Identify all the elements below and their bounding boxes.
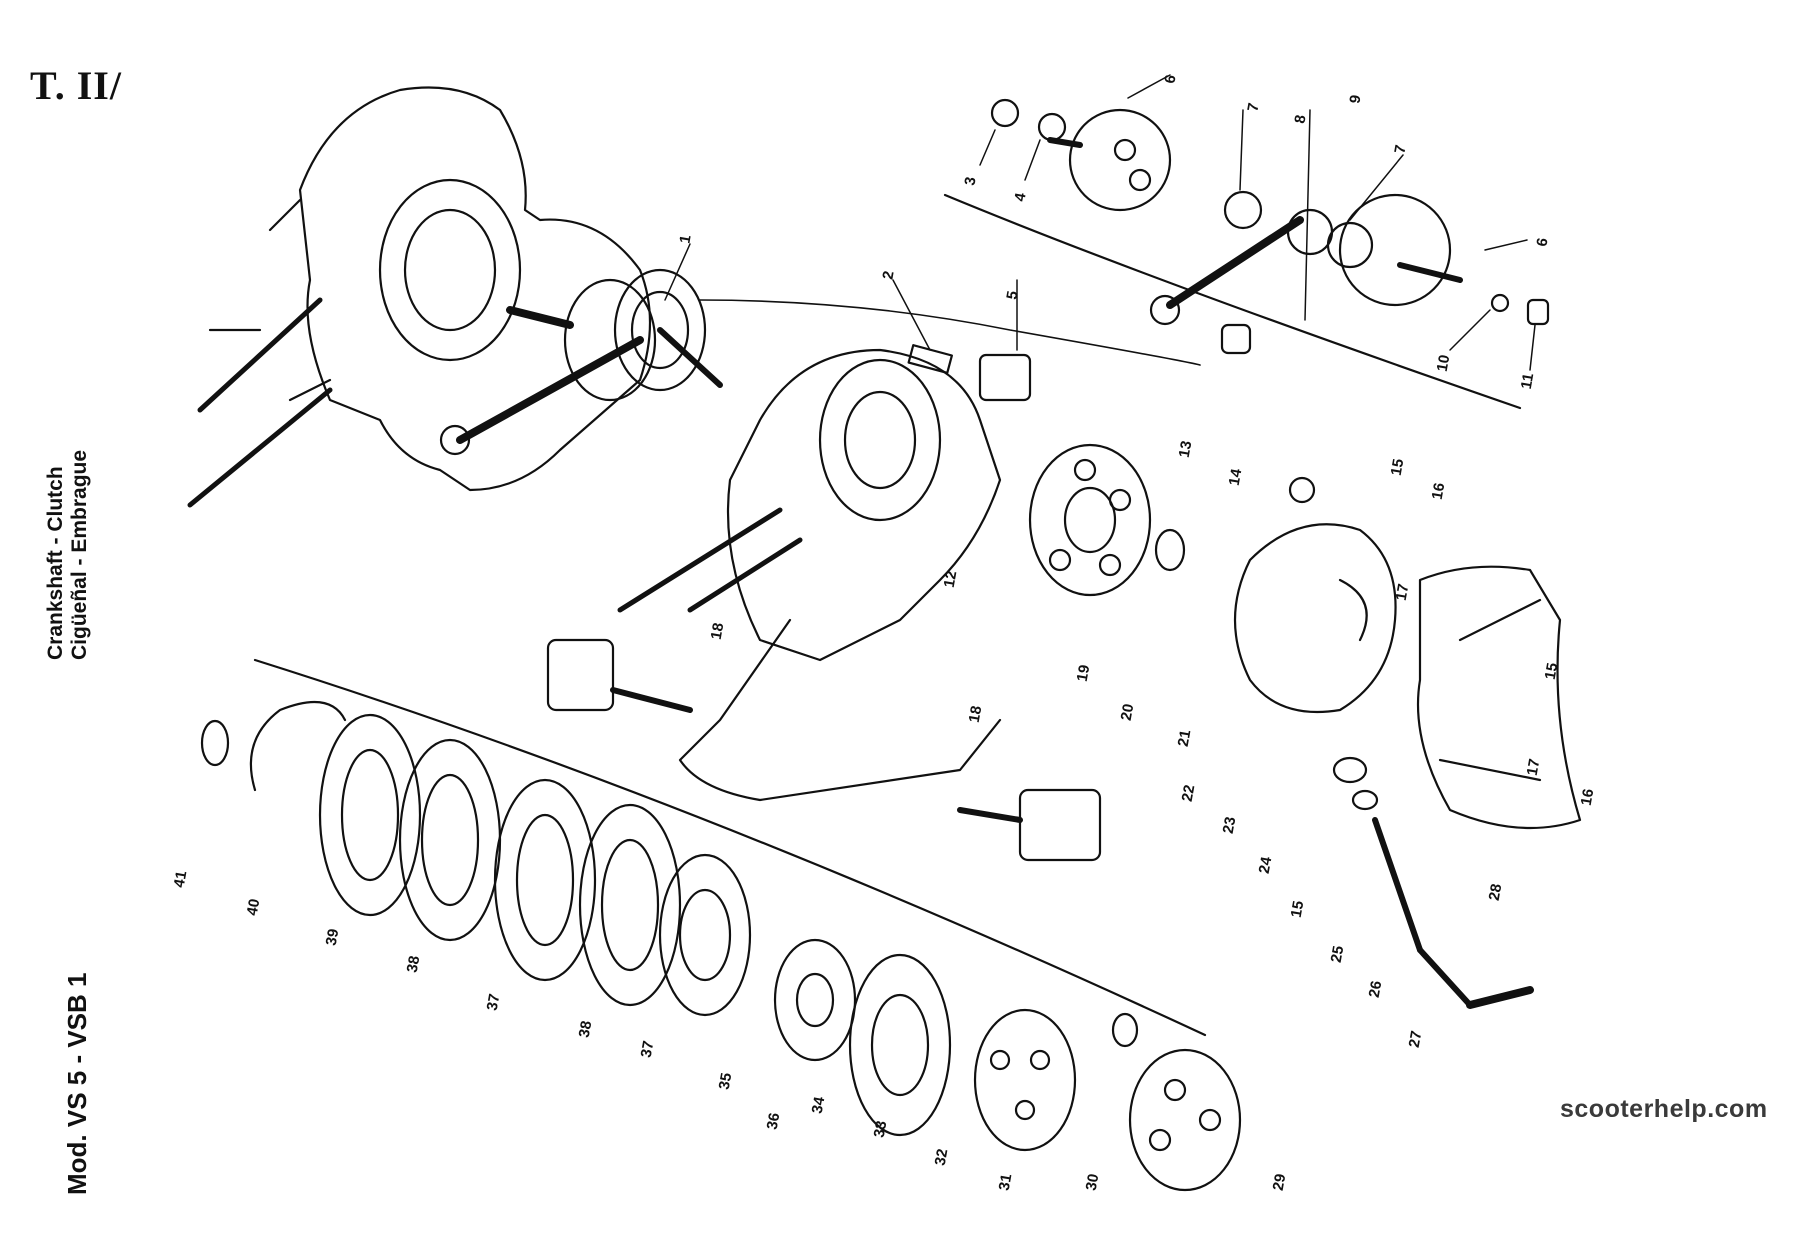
callout-number: 15: [1542, 662, 1562, 681]
callout-number: 36: [764, 1112, 784, 1131]
callout-number: 38: [576, 1020, 596, 1039]
callout-number: 14: [1226, 467, 1246, 487]
callout-number: 3: [961, 176, 979, 187]
callout-number: 30: [1083, 1173, 1103, 1192]
callout-number: 7: [1391, 144, 1409, 155]
callout-number: 31: [996, 1173, 1016, 1192]
watermark-text: scooterhelp.com: [1560, 1095, 1768, 1123]
callout-number: 22: [1179, 784, 1199, 803]
callout-number: 26: [1366, 980, 1386, 999]
clutch-assembly-illustration: [1028, 443, 1186, 597]
callout-number: 16: [1578, 788, 1598, 807]
kickstart-lever-illustration: [1332, 756, 1534, 1009]
silent-block-illustration: [546, 638, 1102, 862]
callout-number: 4: [1011, 191, 1029, 203]
callout-number: 6: [1161, 74, 1179, 85]
callout-number: 18: [966, 705, 986, 724]
callout-number: 40: [244, 898, 264, 917]
callout-number: 38: [404, 955, 424, 974]
callout-number: 7: [1244, 102, 1262, 113]
cover-plate-illustration: [1416, 565, 1582, 830]
callout-number: 11: [1518, 372, 1537, 391]
divider-line-crank: [699, 299, 1201, 366]
plate-code: T. II/: [30, 63, 122, 108]
callout-number: 21: [1175, 729, 1195, 748]
callout-number: 15: [1388, 458, 1408, 477]
callout-number: 8: [1291, 114, 1309, 125]
gearbox-housing-illustration: [617, 344, 1032, 802]
crankcase-left-illustration: [187, 86, 652, 508]
callout-number: 1: [676, 234, 694, 245]
callout-number: 13: [1176, 440, 1196, 459]
callout-number: 34: [809, 1095, 829, 1115]
callout-number: 23: [1220, 816, 1240, 835]
callout-number: 24: [1256, 855, 1276, 875]
callout-number: 6: [1533, 237, 1551, 248]
callout-number: 2: [879, 270, 897, 281]
clutch-cover-illustration: [1233, 476, 1397, 714]
callout-number: 33: [871, 1120, 891, 1139]
callout-number: 32: [932, 1148, 952, 1167]
callout-number: 35: [716, 1072, 736, 1091]
callout-number: 15: [1288, 900, 1308, 919]
callout-number: 5: [1003, 290, 1021, 301]
callout-number: 17: [1393, 583, 1413, 602]
callout-number: 28: [1486, 883, 1506, 902]
callout-number: 12: [941, 570, 961, 589]
callout-number: 19: [1074, 664, 1094, 683]
callout-numbers: 1234566778910111213141515151616171718181…: [171, 74, 1598, 1192]
callout-number: 9: [1346, 94, 1364, 105]
divider-line-lower: [253, 658, 1207, 1037]
callout-number: 17: [1524, 758, 1544, 777]
callout-number: 29: [1270, 1173, 1290, 1192]
callout-number: 18: [708, 622, 728, 641]
callout-number: 41: [171, 870, 191, 889]
crankshaft-exploded-illustration: [990, 98, 1550, 355]
callout-number: 25: [1328, 945, 1348, 964]
callout-number: 39: [323, 928, 343, 947]
callout-number: 10: [1434, 354, 1454, 373]
callout-number: 16: [1429, 482, 1449, 501]
leader-lines: [664, 74, 1536, 371]
callout-number: 37: [638, 1040, 658, 1059]
divider-line-upper: [943, 193, 1522, 410]
callout-number: 20: [1118, 703, 1138, 722]
clutch-plates-illustration: [200, 700, 1242, 1192]
callout-number: 37: [484, 993, 504, 1012]
crankshaft-illustration: [439, 268, 723, 456]
callout-number: 27: [1406, 1030, 1426, 1049]
